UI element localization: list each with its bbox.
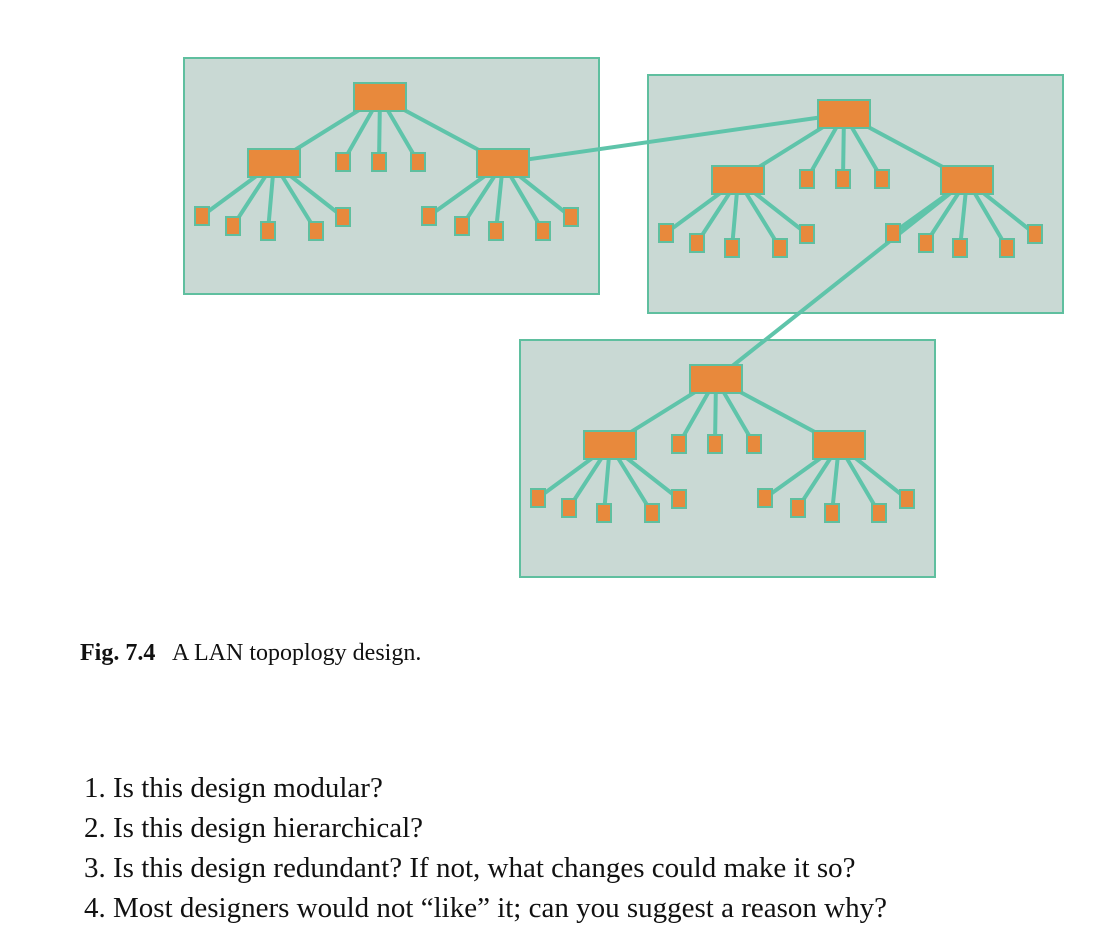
end-device-node: [824, 503, 840, 523]
end-device-node: [885, 223, 901, 243]
distribution-switch-node: [711, 165, 765, 195]
end-device-node: [194, 206, 210, 226]
end-device-node: [952, 238, 968, 258]
end-device-node: [410, 152, 426, 172]
end-device-node: [421, 206, 437, 226]
end-device-node: [757, 488, 773, 508]
end-device-node: [563, 207, 579, 227]
end-device-node: [644, 503, 660, 523]
end-device-node: [454, 216, 470, 236]
end-device-node: [596, 503, 612, 523]
core-switch-node: [689, 364, 743, 394]
end-device-node: [260, 221, 276, 241]
inter-module-link: [714, 178, 969, 381]
end-device-node: [871, 503, 887, 523]
end-device-node: [772, 238, 788, 258]
question-item: 4. Most designers would not “like” it; c…: [84, 892, 887, 924]
lan-topology-diagram: [183, 57, 1064, 578]
core-switch-node: [817, 99, 871, 129]
question-item: 2. Is this design hierarchical?: [84, 812, 424, 844]
end-device-node: [530, 488, 546, 508]
end-device-node: [671, 434, 687, 454]
distribution-switch-node: [812, 430, 866, 460]
distribution-switch-node: [247, 148, 301, 178]
end-device-node: [1027, 224, 1043, 244]
end-device-node: [658, 223, 674, 243]
question-list: 1. Is this design modular? 2. Is this de…: [84, 768, 887, 928]
end-device-node: [535, 221, 551, 241]
end-device-node: [488, 221, 504, 241]
end-device-node: [671, 489, 687, 509]
inter-module-link: [501, 112, 846, 165]
core-switch-node: [353, 82, 407, 112]
distribution-switch-node: [476, 148, 530, 178]
distribution-switch-node: [940, 165, 994, 195]
end-device-node: [225, 216, 241, 236]
end-device-node: [308, 221, 324, 241]
end-device-node: [835, 169, 851, 189]
end-device-node: [799, 169, 815, 189]
question-item: 1. Is this design modular?: [84, 772, 383, 804]
figure-caption: Fig. 7.4 A LAN topoplogy design.: [80, 640, 421, 667]
question-item: 3. Is this design redundant? If not, wha…: [84, 852, 856, 884]
end-device-node: [874, 169, 890, 189]
end-device-node: [799, 224, 815, 244]
distribution-switch-node: [583, 430, 637, 460]
end-device-node: [899, 489, 915, 509]
end-device-node: [999, 238, 1015, 258]
end-device-node: [335, 152, 351, 172]
end-device-node: [790, 498, 806, 518]
end-device-node: [561, 498, 577, 518]
figure-caption-text: A LAN topoplogy design.: [172, 640, 422, 666]
end-device-node: [724, 238, 740, 258]
end-device-node: [335, 207, 351, 227]
end-device-node: [707, 434, 723, 454]
end-device-node: [689, 233, 705, 253]
end-device-node: [918, 233, 934, 253]
end-device-node: [371, 152, 387, 172]
end-device-node: [746, 434, 762, 454]
figure-label: Fig. 7.4: [80, 640, 156, 666]
